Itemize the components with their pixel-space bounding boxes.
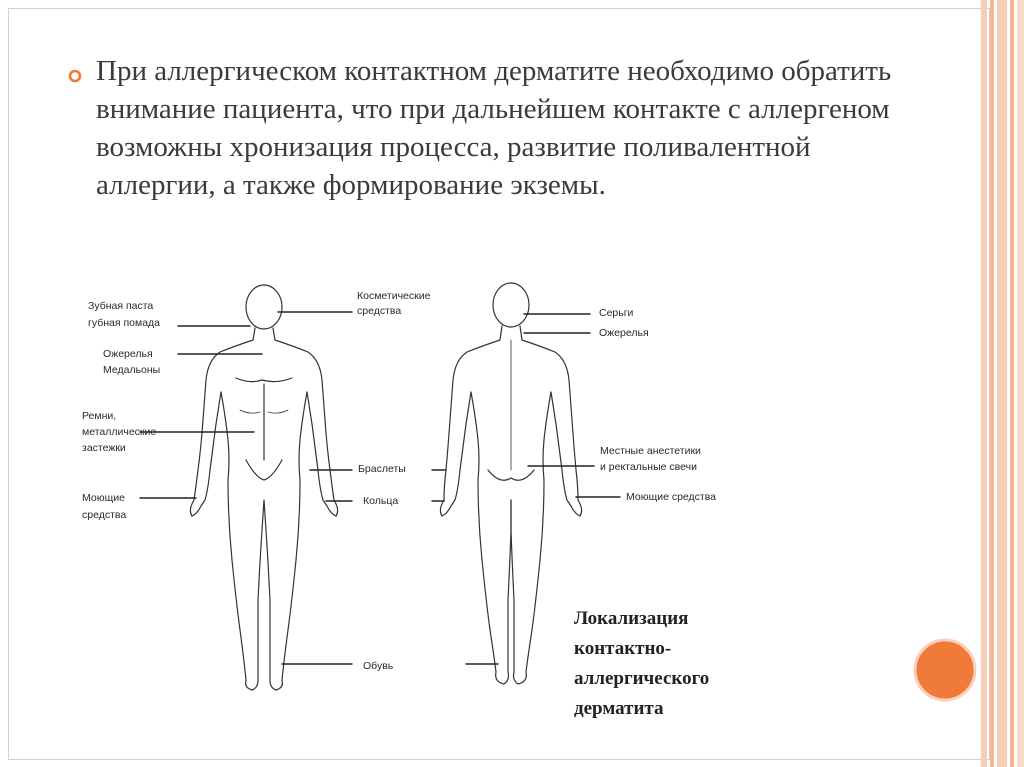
stripe-2 (990, 0, 994, 767)
caption-line-2: контактно- (574, 638, 672, 659)
label-detergents-left-2: средства (82, 509, 127, 521)
label-detergents-left-1: Моющие (82, 492, 125, 504)
label-earrings: Серьги (599, 307, 634, 319)
label-shoes: Обувь (363, 660, 394, 672)
caption-line-4: дерматита (574, 698, 664, 719)
caption-line-1: Локализация (574, 608, 689, 629)
caption-line-3: аллергического (574, 668, 710, 689)
label-lipstick: губная помада (88, 317, 161, 329)
label-anesthetics-1: Местные анестетики (600, 445, 701, 457)
label-necklaces-back: Ожерелья (599, 327, 649, 339)
bullet-paragraph: При аллергическом контактном дерматите н… (96, 55, 892, 201)
stripe-1 (981, 0, 987, 767)
label-cosmetics-2: средства (357, 305, 402, 317)
stripe-4 (1010, 0, 1014, 767)
label-rings: Кольца (363, 495, 399, 507)
label-toothpaste: Зубная паста (88, 300, 154, 312)
label-bracelets: Браслеты (358, 463, 406, 475)
label-belts: Ремни, (82, 410, 117, 422)
slide-frame (8, 8, 990, 760)
stripe-5 (1017, 0, 1024, 767)
bullet-circle-icon (68, 69, 82, 83)
label-necklaces-front: Ожерелья (103, 348, 153, 360)
stripe-3 (997, 0, 1007, 767)
label-detergents-right: Моющие средства (626, 491, 717, 503)
label-clasps: застежки (82, 442, 126, 454)
label-medallions: Медальоны (103, 364, 161, 376)
decorative-orange-circle (913, 638, 977, 702)
label-cosmetics-1: Косметические (357, 290, 431, 302)
figure-caption: Локализация контактно- аллергического де… (574, 604, 834, 724)
label-anesthetics-2: и ректальные свечи (600, 461, 697, 473)
label-metal: металлические (82, 426, 157, 438)
